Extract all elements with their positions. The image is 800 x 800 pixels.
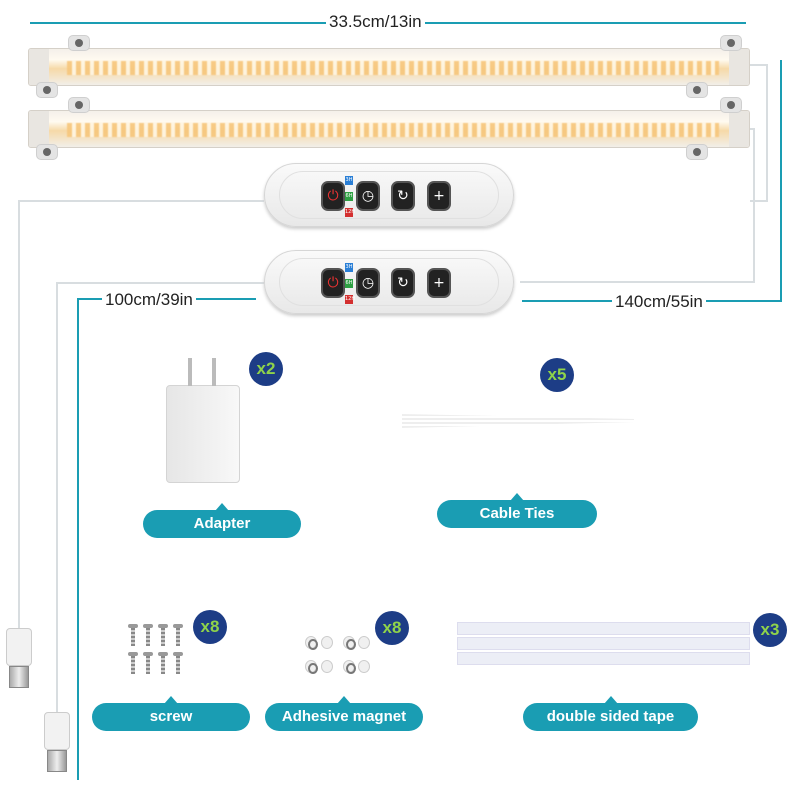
quantity-badge: x8 [375,611,409,645]
timer-icon[interactable]: ◷ [356,181,380,211]
brightness-plus-icon[interactable]: + [427,181,451,211]
mount-clip [686,82,708,98]
screw-image [143,624,153,646]
timer-icon[interactable]: ◷ [356,268,380,298]
tape-strip [457,637,750,650]
tape-strip [457,622,750,635]
screw-image [158,624,168,646]
mount-clip [68,35,90,51]
right-cable-length: 140cm/55in [612,292,706,312]
cable [520,128,755,283]
magnet-image [343,636,356,650]
cable [750,64,768,202]
adapter-prong [212,358,216,386]
quantity-badge: x5 [540,358,574,392]
mount-clip [720,97,742,113]
cable-ties-image [402,414,634,428]
tape-strip [457,652,750,665]
usb-plug [6,628,32,688]
mount-clip [36,82,58,98]
cycle-icon[interactable]: ↻ [391,268,415,298]
magnet-image [358,636,370,649]
controller-1[interactable]: ⏻ ◷ ↻ + 3H 6H 12H [264,163,514,227]
magnet-image [321,660,333,673]
right-cable-arrow [780,60,782,302]
bar-length-label: 33.5cm/13in [326,12,425,32]
quantity-badge: x3 [753,613,787,647]
mount-clip [36,144,58,160]
screw-image [128,652,138,674]
mount-clip [68,97,90,113]
quantity-badge: x8 [193,610,227,644]
magnet-image [358,660,370,673]
timer-tag: 12H [345,208,356,217]
left-cable-arrow [77,298,79,780]
adapter-image [166,385,240,483]
timer-tag: 6H [345,279,353,288]
light-bar-1 [28,48,750,86]
left-cable-length: 100cm/39in [102,290,196,310]
adhesive-magnet-label: Adhesive magnet [265,696,423,731]
adapter-prong [188,358,192,386]
controller-2[interactable]: ⏻ ◷ ↻ + 3H 6H 12H [264,250,514,314]
timer-tag: 12H [345,295,356,304]
brightness-plus-icon[interactable]: + [427,268,451,298]
cable [56,282,264,712]
mount-clip [720,35,742,51]
power-icon[interactable]: ⏻ [321,268,345,298]
screw-label: screw [92,696,250,731]
light-bar-2 [28,110,750,148]
screw-image [143,652,153,674]
magnet-image [305,636,318,650]
cable-ties-label: Cable Ties [437,493,597,528]
double-sided-tape-label: double sided tape [523,696,698,731]
screw-image [158,652,168,674]
magnet-image [305,660,318,674]
power-icon[interactable]: ⏻ [321,181,345,211]
cable [18,200,264,630]
usb-plug [44,712,70,772]
magnet-image [343,660,356,674]
timer-tag: 3H [345,176,353,185]
timer-tag: 6H [345,192,353,201]
screw-image [173,652,183,674]
screw-image [128,624,138,646]
cycle-icon[interactable]: ↻ [391,181,415,211]
adapter-label: Adapter [143,503,301,538]
timer-tag: 3H [345,263,353,272]
quantity-badge: x2 [249,352,283,386]
mount-clip [686,144,708,160]
magnet-image [321,636,333,649]
screw-image [173,624,183,646]
